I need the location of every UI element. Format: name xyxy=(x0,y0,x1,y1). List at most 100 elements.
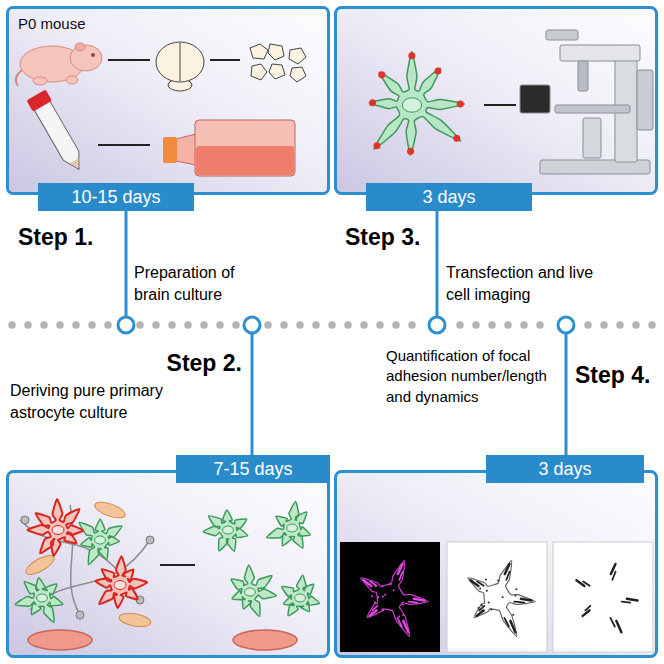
step-description: Quantification of focal adhesion number/… xyxy=(386,346,558,407)
microscope-stage xyxy=(555,105,630,113)
timeline-dot xyxy=(392,321,400,329)
tissue-piece xyxy=(269,64,285,79)
focal-adhesion-dot xyxy=(408,52,415,59)
pure-astrocyte xyxy=(267,501,310,548)
contaminating-glia xyxy=(95,556,147,608)
timeline-dot xyxy=(536,321,544,329)
adhesion-speck xyxy=(513,601,515,603)
contaminating-glia xyxy=(27,499,83,556)
focal-adhesion xyxy=(583,582,589,586)
analysis-image xyxy=(447,542,547,652)
quantification-illustration xyxy=(340,542,653,652)
step-label: Step 3. xyxy=(345,224,433,250)
step-description: Transfection and live cell imaging xyxy=(446,262,596,305)
timeline-leader xyxy=(436,211,439,317)
culture-medium xyxy=(196,146,294,175)
focal-adhesion xyxy=(510,621,515,632)
transfected-astrocyte xyxy=(369,51,464,155)
duration-tab: 3 days xyxy=(486,455,644,483)
neuron-soma xyxy=(76,611,84,619)
adhesion-speck xyxy=(393,589,395,591)
cell-outline xyxy=(468,561,535,637)
focal-adhesion xyxy=(610,618,614,627)
condenser xyxy=(583,118,601,158)
adhesion-speck xyxy=(402,614,404,616)
centrifuge-tube xyxy=(26,89,88,174)
neuron-soma xyxy=(146,536,154,544)
timeline-leader xyxy=(565,333,568,455)
pure-astrocyte xyxy=(282,575,320,616)
focal-adhesion-dot xyxy=(434,67,441,74)
adhesion-speck xyxy=(384,594,386,596)
adhesion-speck xyxy=(377,596,379,598)
timeline-dot xyxy=(584,321,592,329)
focal-adhesion-dot xyxy=(378,71,385,78)
camera xyxy=(520,85,550,113)
adhesion-speck xyxy=(483,610,485,612)
focal-adhesion xyxy=(616,621,621,632)
mouse-leg xyxy=(66,76,78,84)
adhesion-speck xyxy=(374,585,376,587)
step-description: Preparation of brain culture xyxy=(134,262,262,305)
timeline-milestone xyxy=(429,317,445,333)
astrocyte-outline xyxy=(79,519,122,564)
adhesion-speck xyxy=(479,588,481,590)
neuron-soma xyxy=(21,516,29,524)
adhesion-speck xyxy=(389,583,391,585)
astrocyte-purification-illustration xyxy=(15,499,319,650)
adhesion-speck xyxy=(481,604,483,606)
step-panel-background xyxy=(8,8,329,194)
step-label: Step 4. xyxy=(575,362,663,388)
objective xyxy=(578,61,588,91)
focal-adhesion-dot xyxy=(407,148,414,155)
nucleus xyxy=(37,594,48,602)
focal-adhesion xyxy=(403,621,408,632)
process-line xyxy=(160,564,195,566)
timeline-leader xyxy=(251,333,254,455)
timeline-dot xyxy=(88,321,96,329)
analysis-image xyxy=(340,542,440,652)
focal-adhesion xyxy=(622,601,630,604)
timeline-dot xyxy=(488,321,496,329)
focal-adhesion xyxy=(504,618,508,627)
petri-dish xyxy=(233,630,297,650)
timeline-dot xyxy=(264,321,272,329)
nucleus xyxy=(295,594,306,602)
cell-pellet xyxy=(70,158,83,170)
timeline-milestone xyxy=(118,317,134,333)
focal-adhesion-dot xyxy=(369,99,376,106)
duration-tab: 10-15 days xyxy=(38,183,194,211)
focal-adhesion xyxy=(414,599,425,601)
step-label: Step 1. xyxy=(18,224,128,250)
pure-astrocyte xyxy=(203,510,247,551)
duration-text: 3 days xyxy=(422,187,475,208)
transfected-astrocyte-outline xyxy=(369,51,464,155)
nucleus xyxy=(114,581,126,590)
petri-dish xyxy=(28,630,92,650)
timeline-dot xyxy=(24,321,32,329)
process-line xyxy=(98,144,150,146)
duration-text: 3 days xyxy=(538,459,591,480)
tube-body xyxy=(34,101,87,174)
step-description: Deriving pure primary astrocyte culture xyxy=(10,380,210,423)
adhesion-speck xyxy=(490,609,492,611)
control-box xyxy=(637,70,653,130)
timeline-dot xyxy=(184,321,192,329)
focal-adhesion-dot xyxy=(453,135,460,142)
timeline-dot xyxy=(104,321,112,329)
timeline-dot xyxy=(200,321,208,329)
timeline-dot xyxy=(360,321,368,329)
fibroblast xyxy=(118,611,152,628)
duration-text: 7-15 days xyxy=(213,459,292,480)
nucleus xyxy=(287,524,298,532)
adhesion-speck xyxy=(371,612,373,614)
focal-adhesion xyxy=(506,572,509,580)
timeline-dot xyxy=(72,321,80,329)
tissue-piece xyxy=(290,67,306,82)
mouse-ear xyxy=(75,43,85,51)
pure-astrocyte-outline xyxy=(203,510,247,551)
timeline-dot xyxy=(648,321,656,329)
